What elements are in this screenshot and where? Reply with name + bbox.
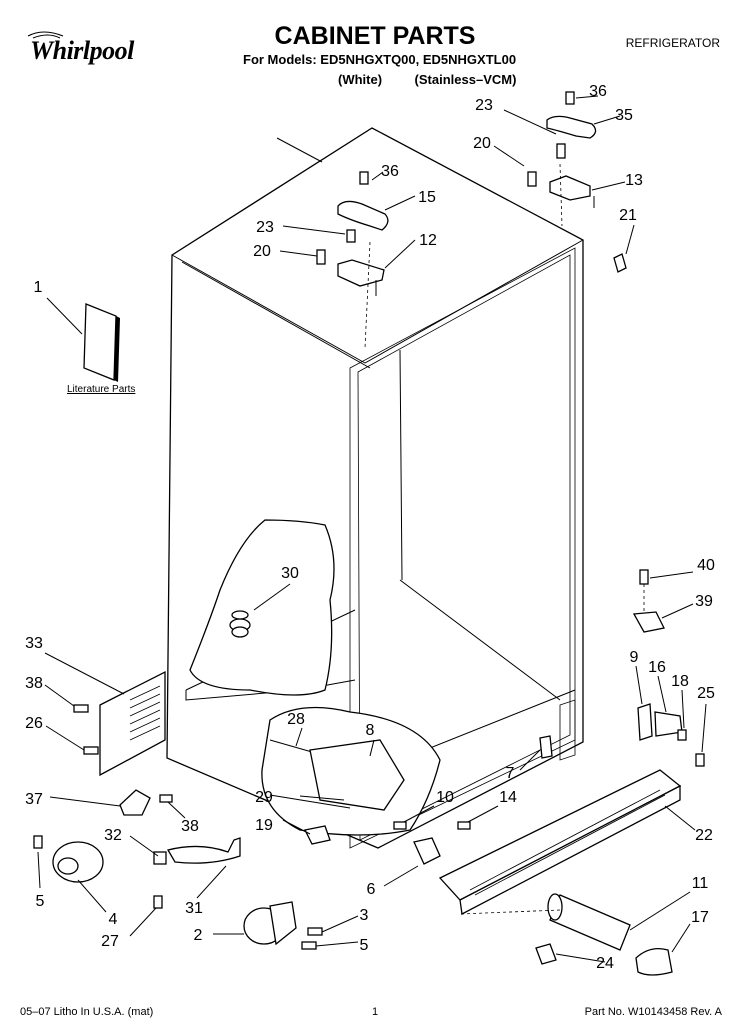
callout-15: 15	[418, 189, 436, 206]
cutaway-region	[189, 519, 335, 696]
callout-5: 5	[360, 937, 369, 954]
callout-19: 19	[255, 817, 273, 834]
valve-2	[243, 901, 297, 946]
callout-4: 4	[109, 911, 118, 928]
callout-27: 27	[101, 933, 119, 950]
callout-3: 3	[360, 907, 369, 924]
damper-4	[52, 841, 104, 883]
callout-25: 25	[697, 685, 715, 702]
screws-left	[33, 704, 173, 909]
callout-40: 40	[697, 557, 715, 574]
block-19	[304, 825, 331, 845]
callout-16: 16	[648, 659, 666, 676]
screw-14	[457, 821, 471, 830]
callout-24: 24	[596, 955, 614, 972]
callout-7: 7	[506, 765, 515, 782]
screw-40	[639, 569, 649, 585]
page-title: CABINET PARTS	[274, 22, 476, 50]
brand-name: Whirlpool	[30, 36, 134, 65]
callout-13: 13	[625, 172, 643, 189]
callout-26: 26	[25, 715, 43, 732]
callout-18: 18	[671, 673, 689, 690]
callout-10: 10	[436, 789, 454, 806]
screws-top	[316, 91, 627, 273]
cap-17	[635, 947, 673, 976]
callout-14: 14	[499, 789, 517, 806]
callout-38: 38	[181, 818, 199, 835]
callout-36: 36	[381, 163, 399, 180]
drain-tube-31	[167, 837, 241, 864]
callout-numbers: 1234556789101112131415161718192020212223…	[25, 83, 715, 972]
callout-21: 21	[619, 207, 637, 224]
literature-parts-label: Literature Parts	[67, 384, 136, 395]
callout-1: 1	[34, 279, 43, 296]
callout-29: 29	[255, 789, 273, 806]
page-number: 1	[371, 1006, 379, 1018]
bracket-6	[413, 837, 441, 865]
toe-grille-22	[438, 769, 682, 916]
callout-28: 28	[287, 711, 305, 728]
callout-23: 23	[256, 219, 274, 236]
filter-11	[547, 893, 631, 951]
callout-30: 30	[281, 565, 299, 582]
callout-8: 8	[366, 722, 375, 739]
clip-32	[153, 851, 167, 865]
hinge-plate-12	[337, 259, 385, 296]
callout-36: 36	[589, 83, 607, 100]
callout-23: 23	[475, 97, 493, 114]
grommet-30	[229, 610, 251, 638]
callout-12: 12	[419, 232, 437, 249]
callout-37: 37	[25, 791, 43, 808]
callout-2: 2	[194, 927, 203, 944]
part-number: Part No. W10143458 Rev. A	[584, 1006, 722, 1018]
leader-lines	[37, 95, 707, 963]
callout-39: 39	[695, 593, 713, 610]
bracket-7	[539, 735, 553, 759]
callout-17: 17	[691, 909, 709, 926]
literature-pack	[83, 303, 120, 382]
callout-31: 31	[185, 900, 203, 917]
callout-11: 11	[692, 875, 709, 892]
rear-panel-33	[99, 670, 166, 777]
screw-3	[307, 927, 323, 936]
callout-9: 9	[630, 649, 639, 666]
screw-5b	[301, 941, 317, 950]
callout-22: 22	[695, 827, 713, 844]
whirlpool-logo	[27, 31, 64, 39]
callout-5: 5	[36, 893, 45, 910]
hinge-plate-13	[549, 175, 595, 208]
tubes-28-29	[269, 739, 405, 811]
print-info: 05–07 Litho In U.S.A. (mat)	[20, 1006, 154, 1018]
hinge-top-35	[546, 115, 597, 139]
models-line: For Models: ED5NHGXTQ00, ED5NHGXTL00	[243, 52, 517, 67]
category-label: REFRIGERATOR	[625, 36, 720, 50]
callout-33: 33	[25, 635, 43, 652]
cap-24	[535, 943, 557, 965]
hinge-top-15	[337, 200, 389, 231]
bracket-39	[632, 611, 665, 633]
screw-10	[393, 821, 407, 830]
brackets-9-16	[637, 703, 705, 767]
callout-20: 20	[253, 243, 271, 260]
callout-35: 35	[615, 107, 633, 124]
callout-38: 38	[25, 675, 43, 692]
callout-20: 20	[473, 135, 491, 152]
callout-32: 32	[104, 827, 122, 844]
colors-line: (White) (Stainless–VCM)	[338, 72, 517, 87]
callout-6: 6	[367, 881, 376, 898]
bracket-37	[119, 789, 151, 816]
